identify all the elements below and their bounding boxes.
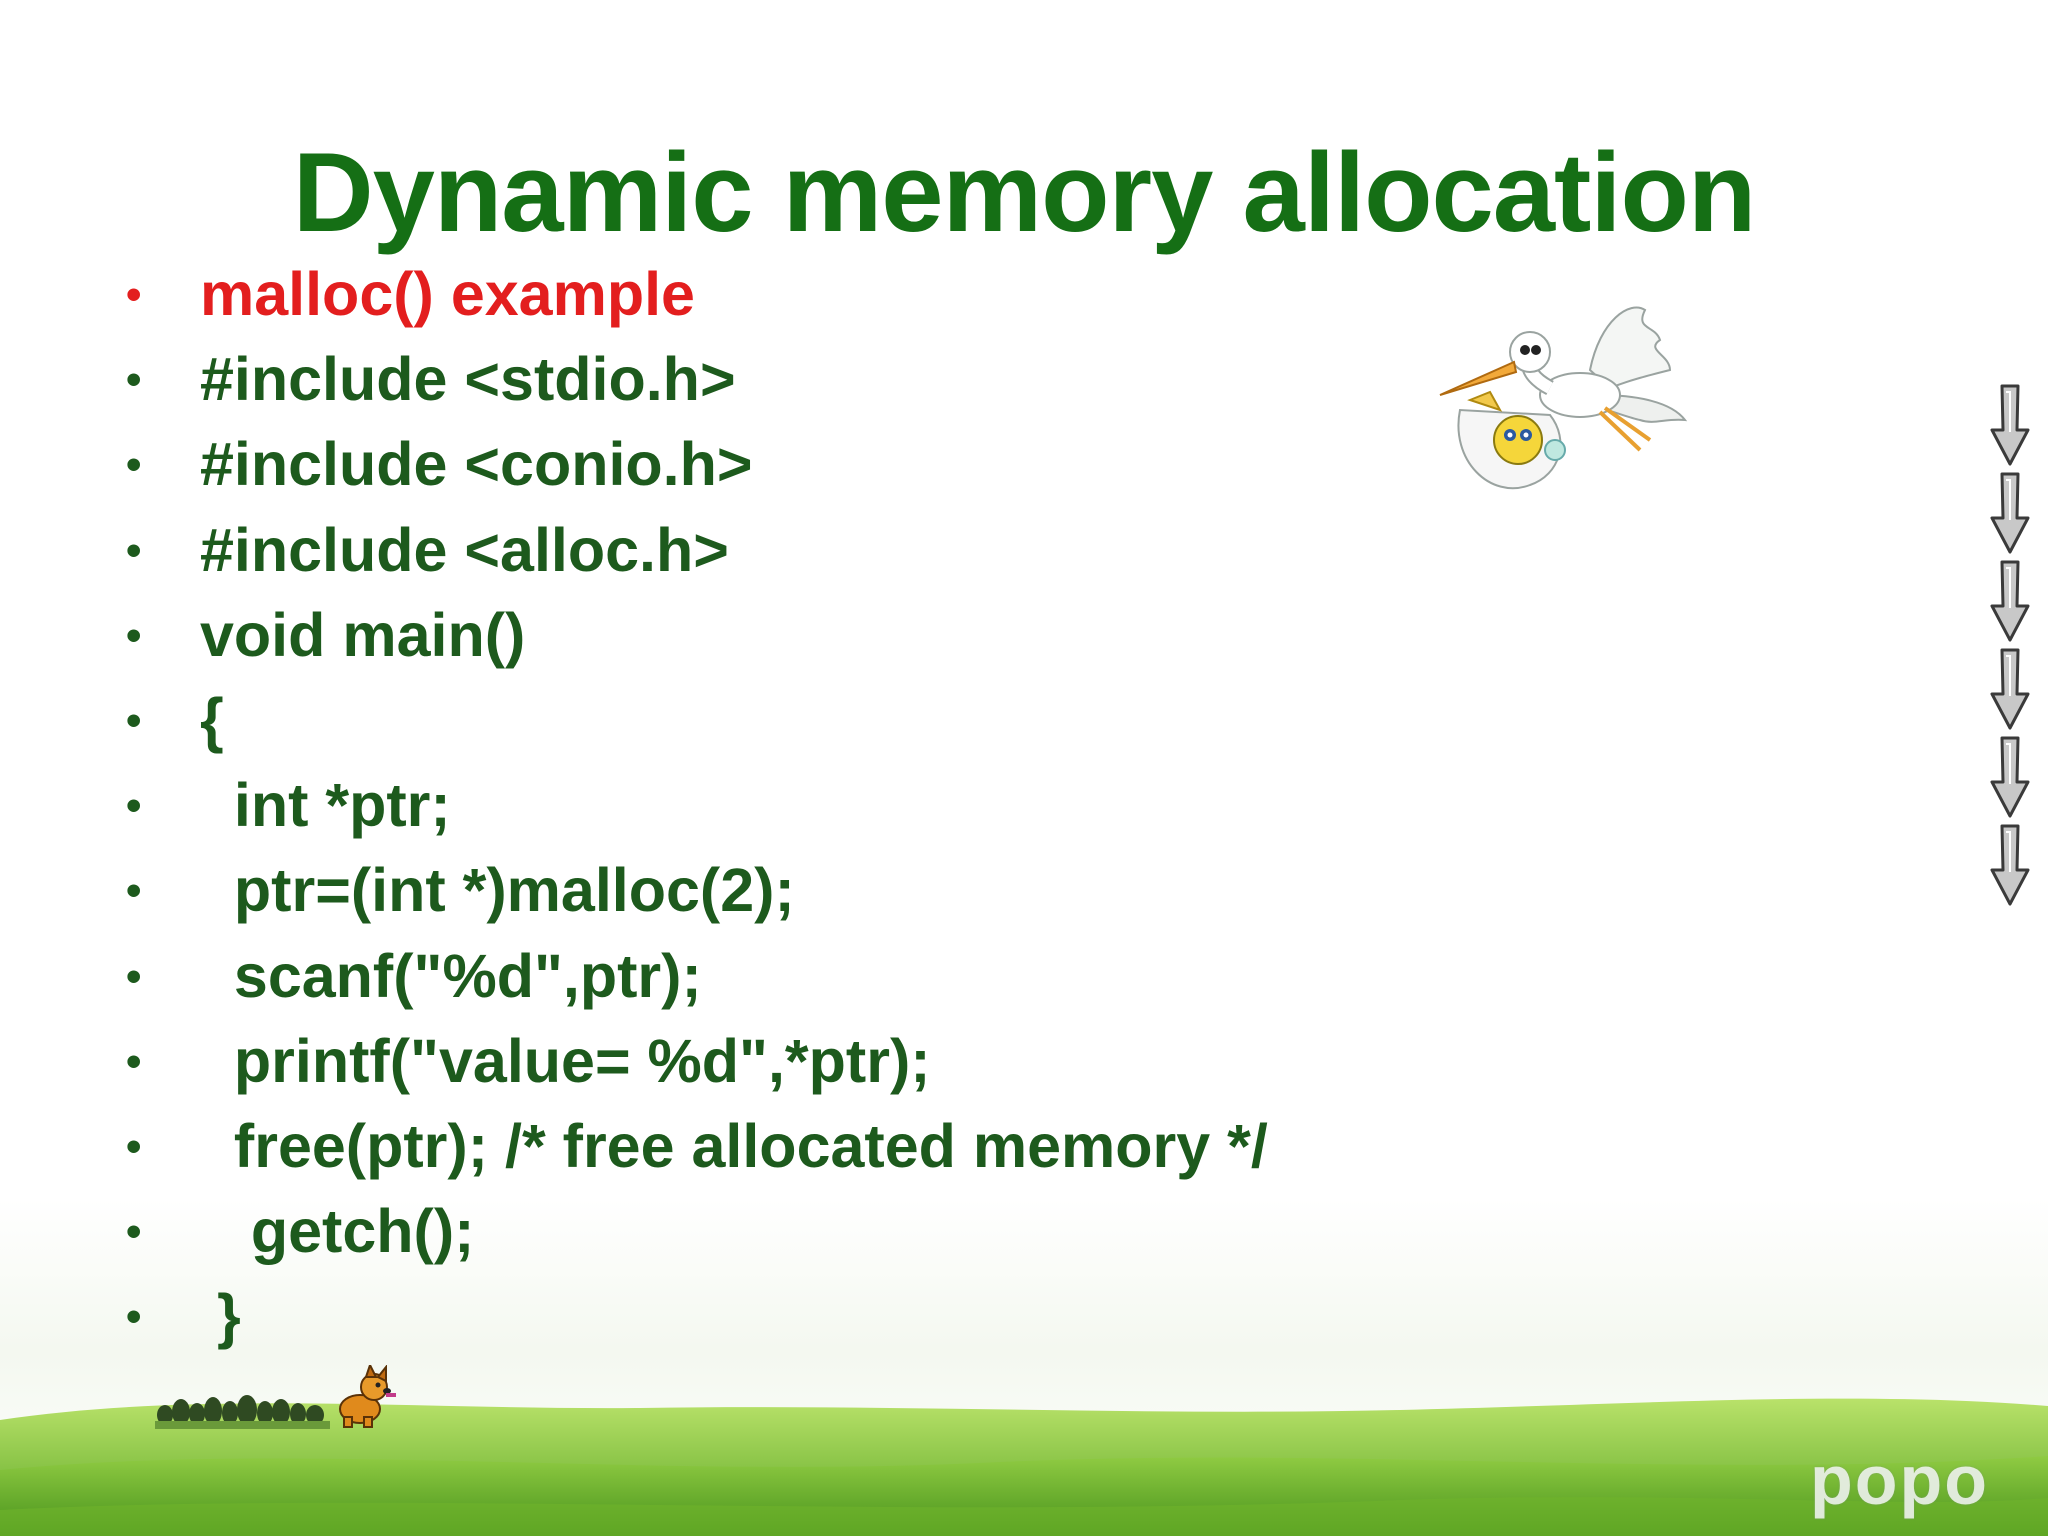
code-line: • void main() xyxy=(120,593,1420,678)
down-arrow-icon xyxy=(1990,646,2040,734)
code-line: • ptr=(int *)malloc(2); xyxy=(120,848,1420,933)
bullet-dot: • xyxy=(126,1036,142,1086)
down-arrow-icon xyxy=(1990,558,2040,646)
code-line: • printf("value= %d",*ptr); xyxy=(120,1019,1420,1104)
code-line-text: getch(); xyxy=(200,1197,475,1266)
popo-watermark: popo xyxy=(1810,1441,1990,1519)
down-arrow-icon xyxy=(1990,382,2040,470)
down-arrow-icon xyxy=(1990,470,2040,558)
code-line: • #include <stdio.h> xyxy=(120,337,1420,422)
code-line-text: void main() xyxy=(200,600,526,669)
code-line-text: ptr=(int *)malloc(2); xyxy=(200,856,795,925)
grass-landscape xyxy=(0,1398,2048,1536)
code-line: • } xyxy=(120,1274,1420,1359)
down-arrow-icon xyxy=(1990,822,2040,910)
code-line-text: #include <stdio.h> xyxy=(200,345,736,414)
tree-line-icon xyxy=(155,1395,330,1429)
code-line-text: } xyxy=(200,1282,241,1351)
code-bullet-list: • malloc() example • #include <stdio.h> • #in… xyxy=(120,252,1420,1359)
bullet-dot: • xyxy=(126,951,142,1001)
dog-icon xyxy=(339,1365,396,1428)
bullet-dot: • xyxy=(126,355,142,405)
bullet-dot: • xyxy=(126,1207,142,1257)
bullet-heading: • malloc() example xyxy=(120,252,1420,337)
slide-title: Dynamic memory allocation xyxy=(292,130,1757,255)
code-line-text: scanf("%d",ptr); xyxy=(200,941,702,1010)
bullet-dot: • xyxy=(126,1292,142,1342)
code-line-text: #include <alloc.h> xyxy=(200,515,729,584)
bullet-dot: • xyxy=(126,440,142,490)
code-line-text: #include <conio.h> xyxy=(200,430,753,499)
bullet-dot: • xyxy=(126,866,142,916)
code-line: •{ xyxy=(120,678,1420,763)
code-line-text: free(ptr); /* free allocated memory */ xyxy=(200,1111,1268,1180)
code-line: • scanf("%d",ptr); xyxy=(120,934,1420,1019)
code-line-text: int *ptr; xyxy=(200,771,451,840)
code-line-text: printf("value= %d",*ptr); xyxy=(200,1026,931,1095)
arrow-column xyxy=(1990,382,2040,910)
code-line: • int *ptr; xyxy=(120,763,1420,848)
bullet-dot: • xyxy=(126,610,142,660)
code-line: • getch(); xyxy=(120,1189,1420,1274)
bullet-dot: • xyxy=(126,781,142,831)
bullet-dot: • xyxy=(126,525,142,575)
code-line-text: malloc() example xyxy=(200,260,695,328)
bullet-dot: • xyxy=(126,270,142,319)
down-arrow-icon xyxy=(1990,734,2040,822)
code-line: • #include <conio.h> xyxy=(120,422,1420,507)
bullet-dot: • xyxy=(126,695,142,745)
bullet-dot: • xyxy=(126,1121,142,1171)
code-line: • free(ptr); /* free allocated memory */ xyxy=(120,1104,1420,1189)
code-line: • #include <alloc.h> xyxy=(120,508,1420,593)
code-line-text: { xyxy=(200,685,224,754)
stork-carrying-baby-icon xyxy=(1439,306,1688,490)
